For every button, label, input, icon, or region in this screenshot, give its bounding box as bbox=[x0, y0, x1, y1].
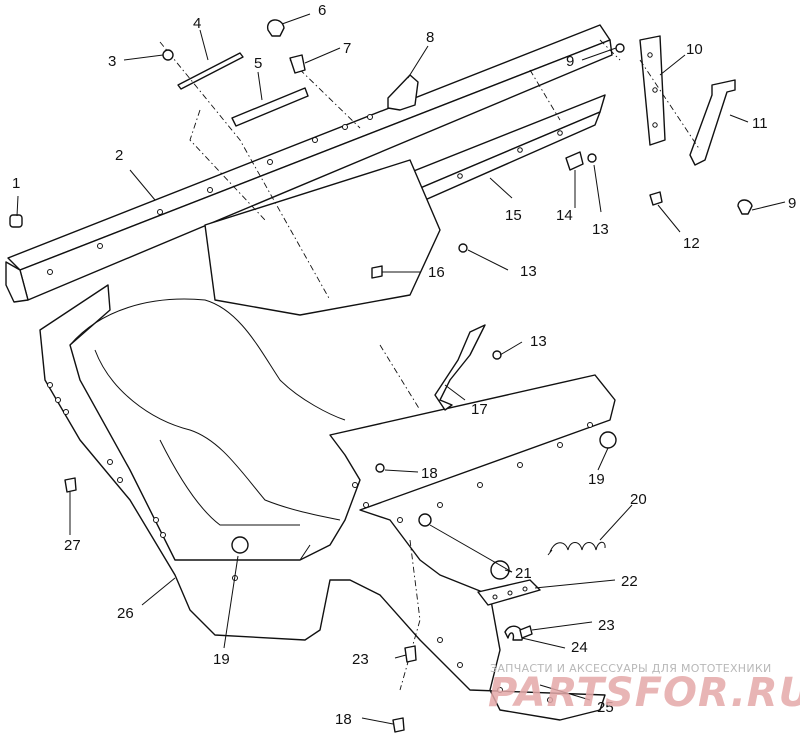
callout-23-right: 23 bbox=[598, 617, 615, 634]
callout-5: 5 bbox=[254, 55, 262, 72]
callout-24: 24 bbox=[571, 639, 588, 656]
callout-15: 15 bbox=[505, 207, 522, 224]
callout-9-right: 9 bbox=[788, 195, 796, 212]
watermark-caption: ЗАПЧАСТИ И АКСЕССУАРЫ ДЛЯ МОТОТЕХНИКИ bbox=[490, 662, 772, 675]
fasteners bbox=[9, 19, 753, 733]
clip-part-24 bbox=[504, 625, 524, 641]
callout-20: 20 bbox=[630, 491, 647, 508]
callout-12: 12 bbox=[683, 235, 700, 252]
callout-14: 14 bbox=[556, 207, 573, 224]
callout-22: 22 bbox=[621, 573, 638, 590]
part-4 bbox=[177, 52, 244, 90]
callout-7: 7 bbox=[343, 40, 351, 57]
callout-19-a: 19 bbox=[588, 471, 605, 488]
callout-21: 21 bbox=[515, 565, 532, 582]
plate-part-22 bbox=[477, 579, 541, 606]
callout-labels: 1 2 3 4 5 6 7 8 9 10 11 9 12 13 14 15 16… bbox=[12, 2, 796, 728]
callout-11: 11 bbox=[752, 115, 768, 132]
callout-23-left: 23 bbox=[352, 651, 369, 668]
rear-body-part bbox=[39, 284, 616, 721]
callout-6: 6 bbox=[318, 2, 326, 19]
callout-25: 25 bbox=[597, 699, 614, 716]
leader-lines bbox=[16, 13, 786, 725]
callout-13-c: 13 bbox=[530, 333, 547, 350]
callout-26: 26 bbox=[117, 605, 134, 622]
part-5 bbox=[231, 87, 309, 127]
part-8 bbox=[387, 74, 419, 111]
callout-13-b: 13 bbox=[520, 263, 537, 280]
callout-16: 16 bbox=[428, 264, 445, 281]
callout-19-b: 19 bbox=[213, 651, 230, 668]
callout-13-a: 13 bbox=[592, 221, 609, 238]
callout-10: 10 bbox=[686, 41, 703, 58]
callout-27: 27 bbox=[64, 537, 81, 554]
callout-3: 3 bbox=[108, 53, 116, 70]
callout-18-b: 18 bbox=[335, 711, 352, 728]
callout-1: 1 bbox=[12, 175, 20, 192]
spring-part-20 bbox=[547, 541, 606, 556]
callout-18-a: 18 bbox=[421, 465, 438, 482]
callout-17: 17 bbox=[471, 401, 488, 418]
bracket-part-17 bbox=[434, 324, 486, 411]
bracket-part-10 bbox=[639, 35, 666, 146]
handle-part-11 bbox=[689, 79, 736, 166]
callout-9-top: 9 bbox=[566, 53, 574, 70]
callout-2: 2 bbox=[115, 147, 123, 164]
callout-4: 4 bbox=[193, 15, 201, 32]
watermark-logo: PARTSFOR.RU bbox=[488, 670, 800, 716]
callout-8: 8 bbox=[426, 29, 434, 46]
